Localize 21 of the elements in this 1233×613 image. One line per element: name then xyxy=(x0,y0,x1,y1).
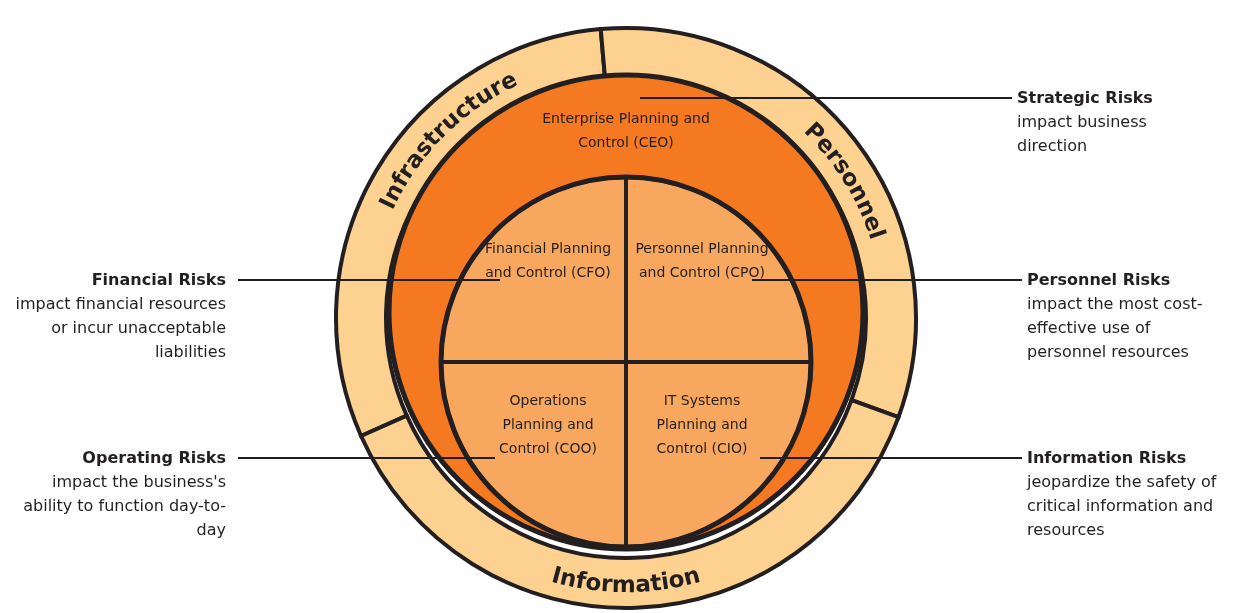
leader-line xyxy=(238,456,495,460)
leader-line xyxy=(640,96,1012,100)
risk-heading: Information Risks xyxy=(1027,447,1188,469)
risk-description: impact the most cost-effective use of personnel resources xyxy=(1027,293,1204,363)
risk-description: impact the business's ability to function day-to-day xyxy=(22,471,226,541)
leader-line xyxy=(760,456,1022,460)
risk-heading: Strategic Risks xyxy=(1017,87,1154,109)
leader-line xyxy=(238,278,500,282)
risk-description: jeopardize the safety of critical information and resources xyxy=(1027,471,1218,541)
risk-heading: Operating Risks xyxy=(81,447,226,469)
quadrant-label: Financial Planning and Control (CFO) xyxy=(483,239,613,282)
quadrant-label: Personnel Planning and Control (CPO) xyxy=(634,239,770,282)
risk-description: impact business direction xyxy=(1017,111,1148,157)
risk-heading: Personnel Risks xyxy=(1027,269,1172,291)
quadrant-label: IT Systems Planning and Control (CIO) xyxy=(655,391,749,458)
region-label: Enterprise Planning and Control (CEO) xyxy=(541,109,711,152)
quadrant-label: Operations Planning and Control (COO) xyxy=(498,391,598,458)
segment-label: Information xyxy=(549,561,703,598)
risk-heading: Financial Risks xyxy=(90,269,226,291)
leader-line xyxy=(752,278,1022,282)
risk-description: impact financial resources or incur unacceptable liabilities xyxy=(14,293,226,363)
